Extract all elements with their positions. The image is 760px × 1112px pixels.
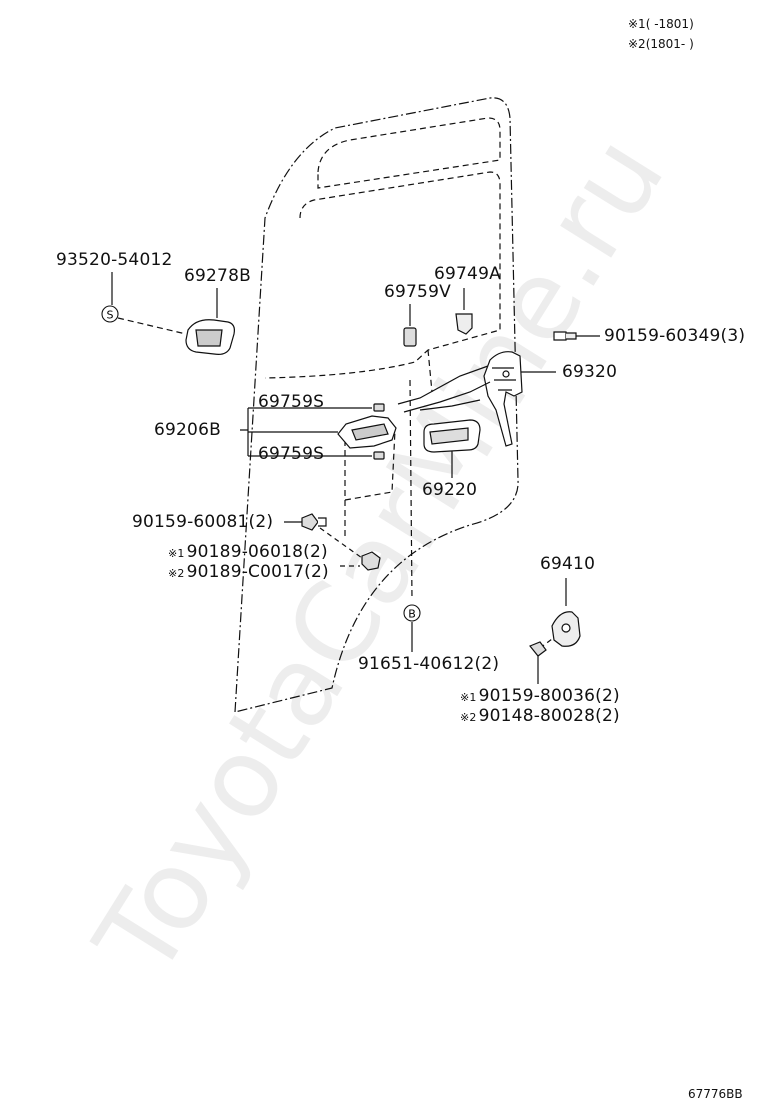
inside-handle-icon bbox=[337, 415, 397, 449]
door-outline bbox=[234, 97, 519, 713]
label-91651-40612: 91651-40612(2) bbox=[358, 654, 500, 674]
label-69759S-bottom: 69759S bbox=[258, 444, 325, 464]
label-69320: 69320 bbox=[562, 362, 618, 382]
s-symbol: S bbox=[107, 309, 114, 322]
diagram-id: 67776BB bbox=[688, 1087, 743, 1101]
mark-90159-80036: ※1 bbox=[460, 691, 477, 704]
lock-rod bbox=[397, 365, 491, 413]
mark-90148-80028: ※2 bbox=[460, 711, 477, 724]
label-69278B: 69278B bbox=[184, 266, 251, 286]
s-symbol-circle bbox=[101, 305, 119, 323]
bracket-69206B bbox=[240, 407, 372, 457]
legend-mark-2: ※2 bbox=[628, 37, 646, 51]
door-lock-icon bbox=[483, 351, 523, 447]
label-69759V: 69759V bbox=[384, 282, 451, 302]
label-90159-60081: 90159-60081(2) bbox=[132, 512, 274, 532]
label-69759S-top: 69759S bbox=[258, 392, 325, 412]
screw-icon bbox=[553, 331, 577, 341]
legend-mark-1: ※1 bbox=[628, 17, 646, 31]
striker-icon bbox=[551, 611, 581, 647]
inside-handle-bezel-icon bbox=[185, 319, 235, 355]
lock-rod-2 bbox=[419, 399, 481, 411]
nut-icon bbox=[361, 551, 381, 571]
legend-line-1: ※1( -1801) bbox=[628, 18, 694, 30]
label-69410: 69410 bbox=[540, 554, 596, 574]
text-90189-06018: 90189-06018(2) bbox=[186, 542, 328, 562]
leader-90189 bbox=[319, 527, 363, 567]
label-69220: 69220 bbox=[422, 480, 478, 500]
rod-clip-top-icon bbox=[373, 403, 385, 412]
mark-90189-06018: ※1 bbox=[168, 547, 185, 560]
mark-90189-C0017: ※2 bbox=[168, 567, 185, 580]
text-90159-80036: 90159-80036(2) bbox=[478, 686, 620, 706]
label-93520-54012: 93520-54012 bbox=[56, 250, 173, 270]
legend-range-2: (1801- ) bbox=[645, 37, 694, 51]
label-69749A: 69749A bbox=[434, 264, 501, 284]
leader-s-to-handle bbox=[117, 317, 187, 335]
outside-handle-icon bbox=[423, 419, 481, 453]
label-69206B: 69206B bbox=[154, 420, 221, 440]
rod-clip-bottom-icon bbox=[373, 451, 385, 460]
legend-line-2: ※2(1801- ) bbox=[628, 38, 694, 50]
b-symbol: B bbox=[408, 608, 416, 621]
bracket-icon bbox=[455, 313, 473, 335]
text-90189-C0017: 90189-C0017(2) bbox=[186, 562, 329, 582]
b-symbol-circle bbox=[403, 604, 421, 622]
rod-clip-icon bbox=[403, 327, 417, 347]
striker-screw-icon bbox=[529, 641, 547, 657]
text-90148-80028: 90148-80028(2) bbox=[478, 706, 620, 726]
bolt-icon bbox=[301, 513, 327, 531]
vent-window bbox=[317, 117, 501, 189]
label-90159-60349: 90159-60349(3) bbox=[604, 326, 746, 346]
legend-range-1: ( -1801) bbox=[645, 17, 694, 31]
